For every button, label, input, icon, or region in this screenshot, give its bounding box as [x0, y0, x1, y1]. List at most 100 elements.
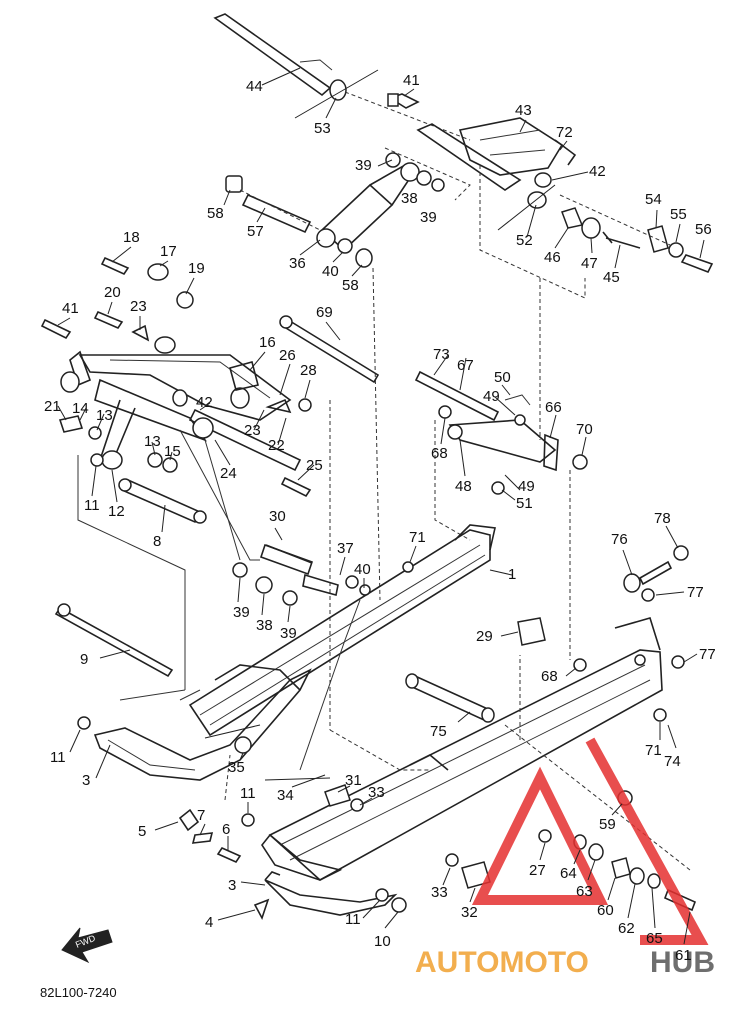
callout-27: 27: [529, 862, 546, 879]
callout-42a: 42: [589, 163, 606, 180]
callout-39d: 39: [280, 625, 297, 642]
callout-71a: 71: [409, 529, 426, 546]
slide-rail-left: [77, 664, 312, 781]
callout-11a: 11: [50, 749, 66, 766]
callout-7: 7: [197, 807, 205, 824]
callout-5: 5: [138, 823, 146, 840]
guide-lines: [119, 599, 691, 871]
drawing-code: 82L100-7240: [40, 985, 117, 1000]
callout-52: 52: [516, 232, 533, 249]
callout-78: 78: [654, 510, 671, 527]
callout-24: 24: [220, 465, 237, 482]
slide-rail-upper: [188, 524, 496, 737]
callout-63: 63: [576, 883, 593, 900]
callout-55: 55: [670, 206, 687, 223]
callout-49b: 49: [518, 478, 535, 495]
callout-26: 26: [279, 347, 296, 364]
callout-14: 14: [72, 400, 89, 417]
callout-16: 16: [259, 334, 276, 351]
callout-72: 72: [556, 124, 573, 141]
callout-61: 61: [675, 947, 692, 964]
callout-41b: 41: [62, 300, 79, 317]
callout-6: 6: [222, 821, 230, 838]
link-rod-57: [225, 175, 321, 234]
callout-33b: 33: [431, 884, 448, 901]
callout-39c: 39: [233, 604, 250, 621]
callout-58a: 58: [207, 205, 224, 222]
callout-15: 15: [164, 443, 181, 460]
callout-64: 64: [560, 865, 577, 882]
watermark-logo: AUTOMOTO HUB: [415, 737, 715, 979]
callout-46: 46: [544, 249, 561, 266]
callout-60: 60: [597, 902, 614, 919]
callout-38b: 38: [256, 617, 273, 634]
callout-31: 31: [345, 772, 362, 789]
callout-65: 65: [646, 930, 663, 947]
fwd-arrow-icon: FWD: [61, 927, 113, 964]
callout-10: 10: [374, 933, 391, 950]
callout-22: 22: [268, 437, 285, 454]
callout-37: 37: [337, 540, 354, 557]
callout-40a: 40: [322, 263, 339, 280]
callout-58b: 58: [342, 277, 359, 294]
callout-44: 44: [246, 78, 263, 95]
callout-13b: 13: [144, 433, 161, 450]
callout-77a: 77: [687, 584, 704, 601]
callout-9: 9: [80, 651, 88, 668]
callout-68b: 68: [541, 668, 558, 685]
callout-30: 30: [269, 508, 286, 525]
callout-18: 18: [123, 229, 140, 246]
callout-35: 35: [228, 759, 245, 776]
callout-17: 17: [160, 243, 177, 260]
callout-4: 4: [205, 914, 213, 931]
rear-pivot-hardware: [559, 194, 714, 274]
callout-11c: 11: [240, 785, 256, 802]
callout-67: 67: [457, 357, 474, 374]
callout-labels: 1 3 3 4 5 6 7 8 9 10 11 11 11 11 12 13 1…: [44, 72, 716, 964]
callout-42b: 42: [196, 394, 213, 411]
callout-28: 28: [300, 362, 317, 379]
callout-12: 12: [108, 503, 125, 520]
callout-29: 29: [476, 628, 493, 645]
callout-53: 53: [314, 120, 331, 137]
callout-74: 74: [664, 753, 681, 770]
rear-upper-bracket: [416, 117, 586, 440]
callout-71b: 71: [645, 742, 662, 759]
callout-1: 1: [508, 566, 516, 583]
lower-hardware: [178, 784, 697, 921]
callout-23a: 23: [130, 298, 147, 315]
callout-39b: 39: [420, 209, 437, 226]
slide-rail-lower: [261, 617, 685, 881]
shock-absorber: [316, 147, 471, 601]
callout-40b: 40: [354, 561, 371, 578]
callout-8: 8: [153, 533, 161, 550]
callout-20: 20: [104, 284, 121, 301]
ski-lower: [264, 871, 398, 916]
callout-33a: 33: [368, 784, 385, 801]
callout-49a: 49: [483, 388, 500, 405]
pivot-rod-8: [118, 478, 207, 524]
callout-38a: 38: [401, 190, 418, 207]
callout-66: 66: [545, 399, 562, 416]
watermark-text-2: HUB: [650, 946, 715, 979]
callout-45: 45: [603, 269, 620, 286]
callout-34: 34: [277, 787, 294, 804]
leader-lines: [57, 67, 705, 945]
watermark-text-1: AUTOMOTO: [415, 946, 589, 979]
callout-51: 51: [516, 495, 533, 512]
callout-73: 73: [433, 346, 450, 363]
rear-pivot-shaft: [213, 13, 471, 141]
callout-57: 57: [247, 223, 264, 240]
callout-43: 43: [515, 102, 532, 119]
long-bolt-9: [54, 603, 174, 678]
spacer-30: [265, 544, 313, 564]
callout-69: 69: [316, 304, 333, 321]
callout-3b: 3: [228, 877, 236, 894]
callout-76: 76: [611, 531, 628, 548]
callout-3a: 3: [82, 772, 90, 789]
callout-54: 54: [645, 191, 662, 208]
callout-19: 19: [188, 260, 205, 277]
callout-50: 50: [494, 369, 511, 386]
callout-25: 25: [306, 457, 323, 474]
axle-75: [405, 673, 495, 723]
